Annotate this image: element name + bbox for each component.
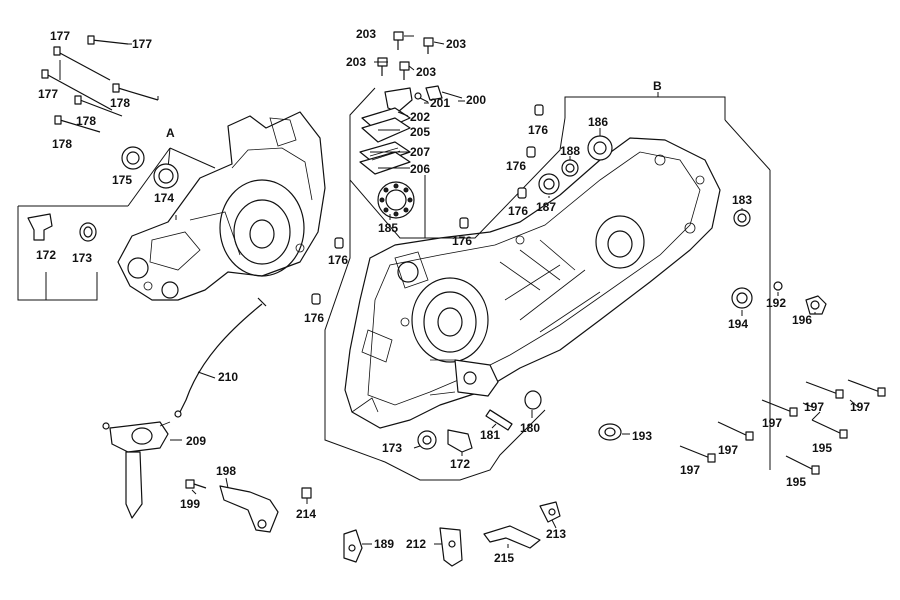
part-label-199: 199 xyxy=(180,497,200,511)
part-label-197: 197 xyxy=(762,416,782,430)
reed-valve-assembly xyxy=(359,87,413,175)
part-label-193: 193 xyxy=(632,429,652,443)
part-label-213: 213 xyxy=(546,527,566,541)
part-label-205: 205 xyxy=(410,125,430,139)
part-label-187: 187 xyxy=(536,200,556,214)
part-label-176: 176 xyxy=(304,311,324,325)
bearings-and-seals xyxy=(121,135,827,441)
part-label-176: 176 xyxy=(328,253,348,267)
cap-and-oring xyxy=(414,85,443,101)
part-label-175: 175 xyxy=(112,173,132,187)
part-label-174: 174 xyxy=(154,191,174,205)
part-label-181: 181 xyxy=(480,428,500,442)
group-a-label: A xyxy=(166,126,175,140)
bolts xyxy=(41,31,886,499)
part-label-195: 195 xyxy=(786,475,806,489)
part-label-206: 206 xyxy=(410,162,430,176)
oil-hose-and-pump xyxy=(102,297,267,519)
part-label-197: 197 xyxy=(680,463,700,477)
part-label-172: 172 xyxy=(450,457,470,471)
part-label-178: 178 xyxy=(52,137,72,151)
part-label-186: 186 xyxy=(588,115,608,129)
part-label-185: 185 xyxy=(378,221,398,235)
group-b-label: B xyxy=(653,79,662,93)
part-label-194: 194 xyxy=(728,317,748,331)
part-label-195: 195 xyxy=(812,441,832,455)
part-label-176: 176 xyxy=(528,123,548,137)
part-label-192: 192 xyxy=(766,296,786,310)
part-label-201: 201 xyxy=(430,96,450,110)
part-label-177: 177 xyxy=(38,87,58,101)
part-label-209: 209 xyxy=(186,434,206,448)
part-label-200: 200 xyxy=(466,93,486,107)
part-label-189: 189 xyxy=(374,537,394,551)
label-dash-markers xyxy=(128,43,859,408)
part-label-180: 180 xyxy=(520,421,540,435)
part-label-203: 203 xyxy=(446,37,466,51)
crankcase-frame xyxy=(324,87,566,481)
part-label-177: 177 xyxy=(50,29,70,43)
part-labels: A B 177 177 177 178 178 178 175 174 172 … xyxy=(36,27,870,565)
part-label-177: 177 xyxy=(132,37,152,51)
part-label-176: 176 xyxy=(506,159,526,173)
part-label-197: 197 xyxy=(718,443,738,457)
part-label-176: 176 xyxy=(452,234,472,248)
part-label-176: 176 xyxy=(508,204,528,218)
part-label-198: 198 xyxy=(216,464,236,478)
part-label-197: 197 xyxy=(850,400,870,414)
part-label-203: 203 xyxy=(416,65,436,79)
brackets xyxy=(219,485,561,567)
part-label-183: 183 xyxy=(732,193,752,207)
part-label-212: 212 xyxy=(406,537,426,551)
part-label-210: 210 xyxy=(218,370,238,384)
group-a-bracket xyxy=(17,147,216,301)
part-label-173: 173 xyxy=(382,441,402,455)
left-crankcase-half xyxy=(117,111,326,301)
part-label-173: 173 xyxy=(72,251,92,265)
part-label-214: 214 xyxy=(296,507,316,521)
part-label-202: 202 xyxy=(410,110,430,124)
bearing-balls xyxy=(379,183,413,217)
leader-lines xyxy=(59,35,821,548)
part-label-178: 178 xyxy=(110,96,130,110)
part-label-178: 178 xyxy=(76,114,96,128)
part-label-197: 197 xyxy=(804,400,824,414)
right-crankcase-half xyxy=(344,137,721,429)
group-b-bracket xyxy=(564,92,771,470)
part-label-215: 215 xyxy=(494,551,514,565)
part-label-172: 172 xyxy=(36,248,56,262)
part-label-207: 207 xyxy=(410,145,430,159)
bushings xyxy=(27,213,542,453)
part-label-188: 188 xyxy=(560,144,580,158)
part-label-203: 203 xyxy=(356,27,376,41)
part-label-203: 203 xyxy=(346,55,366,69)
dowel-pins xyxy=(311,104,544,305)
part-label-196: 196 xyxy=(792,313,812,327)
